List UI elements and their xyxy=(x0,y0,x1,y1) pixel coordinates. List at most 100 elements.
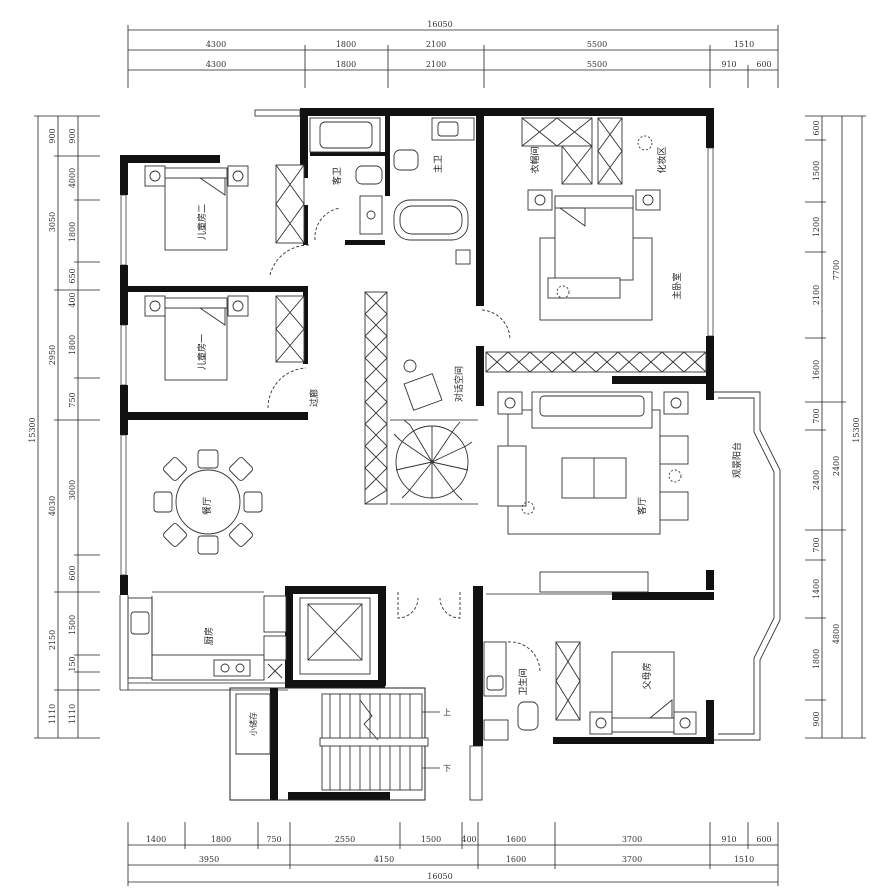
left-dim: 1110 xyxy=(68,704,77,724)
living-label: 客厅 xyxy=(636,497,648,515)
top-dim: 5500 xyxy=(587,60,607,69)
master-bedroom: 主卧室 xyxy=(485,189,707,373)
bottom-dim: 4150 xyxy=(374,855,394,864)
right-dim: 600 xyxy=(812,120,821,135)
bottom-dim: 400 xyxy=(461,835,476,844)
left-dim: 900 xyxy=(68,128,77,143)
stair-up-label: 上 xyxy=(443,708,451,717)
left-dim: 1800 xyxy=(68,335,77,355)
right-dim: 1400 xyxy=(812,579,821,599)
guest-bath-label: 客卫 xyxy=(331,167,343,185)
bottom-dim: 1800 xyxy=(211,835,231,844)
right-dimensions: 600 1500 1200 2100 1600 700 2400 700 140… xyxy=(805,115,866,739)
bottom-dim: 600 xyxy=(756,835,771,844)
stairs: 上 下 小储存 xyxy=(235,693,451,791)
parents-room-label: 父母房 xyxy=(641,662,653,689)
left-dim: 2150 xyxy=(48,630,57,650)
bottom-dim: 750 xyxy=(266,835,281,844)
right-dim: 1800 xyxy=(812,649,821,669)
left-dim: 750 xyxy=(68,392,77,407)
kitchen-label: 厨房 xyxy=(203,627,215,645)
kids-room-1: 儿童房一 xyxy=(144,295,307,409)
corridor-chat: 过廊 对话空间 xyxy=(308,291,478,505)
left-total-dim: 15300 xyxy=(28,417,37,442)
top-dimensions: 16050 4300 1800 2100 5500 1510 4300 1800… xyxy=(127,20,779,88)
left-dim: 4030 xyxy=(48,496,57,516)
right-dim: 2100 xyxy=(812,285,821,305)
right-dim: 1500 xyxy=(812,161,821,181)
top-dim: 910 xyxy=(721,60,736,69)
wardrobe-area: 衣帽间 化妆区 xyxy=(521,117,668,185)
right-dim: 2400 xyxy=(832,456,841,476)
right-dim: 7700 xyxy=(832,260,841,280)
left-dim: 400 xyxy=(68,292,77,307)
chat-space-label: 对话空间 xyxy=(453,366,465,402)
bottom-dim: 1500 xyxy=(421,835,441,844)
kids-room-2-label: 儿童房二 xyxy=(196,204,208,240)
left-dim: 1110 xyxy=(48,704,57,724)
bottom-dim: 1400 xyxy=(146,835,166,844)
bottom-dim: 910 xyxy=(721,835,736,844)
plant-icon xyxy=(393,419,473,501)
right-dim: 700 xyxy=(812,408,821,423)
kids-room-2: 儿童房二 xyxy=(144,164,311,276)
left-dim: 3050 xyxy=(48,212,57,232)
top-dim: 600 xyxy=(756,60,771,69)
balcony: 观景阳台 xyxy=(714,391,781,741)
left-dim: 1800 xyxy=(68,222,77,242)
top-dim: 1510 xyxy=(734,40,754,49)
left-dim: 4000 xyxy=(68,168,77,188)
bottom-dim: 3950 xyxy=(199,855,219,864)
living-room: 客厅 xyxy=(497,391,689,593)
bottom-dim: 3700 xyxy=(622,855,642,864)
bottom-dim: 1600 xyxy=(506,855,526,864)
right-total-dim: 15300 xyxy=(852,417,861,442)
left-dim: 600 xyxy=(68,565,77,580)
top-total-dim: 16050 xyxy=(427,20,452,29)
left-dim: 2950 xyxy=(48,345,57,365)
bathroom-label: 卫生间 xyxy=(517,668,529,695)
left-dim: 900 xyxy=(48,128,57,143)
kids-room-1-label: 儿童房一 xyxy=(196,334,208,370)
top-dim: 2100 xyxy=(426,60,446,69)
left-dimensions: 15300 900 900 4000 3050 1800 650 400 295… xyxy=(28,115,100,739)
dining-label: 餐厅 xyxy=(201,497,213,515)
left-dim: 3000 xyxy=(68,480,77,500)
vanity-label: 化妆区 xyxy=(656,146,668,173)
master-bath: 主卫 xyxy=(393,117,511,341)
bottom-dim: 3700 xyxy=(622,835,642,844)
right-dim: 1600 xyxy=(812,360,821,380)
bottom-dimensions: 1400 1800 750 2550 1500 400 1600 3700 91… xyxy=(127,822,779,886)
kitchen: 厨房 xyxy=(127,591,287,681)
guest-bath: 客卫 xyxy=(309,117,383,241)
master-bath-label: 主卫 xyxy=(432,155,444,173)
right-dim: 900 xyxy=(812,711,821,726)
bottom-dim: 2550 xyxy=(335,835,355,844)
master-bedroom-label: 主卧室 xyxy=(671,272,683,299)
top-dim: 4300 xyxy=(206,60,226,69)
top-dim: 4300 xyxy=(206,40,226,49)
bottom-right-rooms: 卫生间 父母房 xyxy=(483,593,697,741)
top-dim: 2100 xyxy=(426,40,446,49)
walls xyxy=(119,108,714,801)
stair-down-label: 下 xyxy=(443,764,451,773)
right-dim: 2400 xyxy=(812,470,821,490)
bottom-dim: 1600 xyxy=(506,835,526,844)
bottom-dim: 1510 xyxy=(734,855,754,864)
right-dim: 4800 xyxy=(832,624,841,644)
storage-label: 小储存 xyxy=(248,712,258,736)
left-dim: 650 xyxy=(68,268,77,283)
right-dim: 1200 xyxy=(812,217,821,237)
corridor-label: 过廊 xyxy=(308,389,320,407)
bottom-total-dim: 16050 xyxy=(427,872,452,881)
left-dim: 1500 xyxy=(68,615,77,635)
top-dim: 1800 xyxy=(336,40,356,49)
dining-area: 餐厅 xyxy=(153,449,263,555)
left-dim: 150 xyxy=(68,656,77,671)
right-dim: 700 xyxy=(812,537,821,552)
top-dim: 1800 xyxy=(336,60,356,69)
wardrobe-label: 衣帽间 xyxy=(529,146,541,173)
elevator xyxy=(299,592,461,675)
top-dim: 5500 xyxy=(587,40,607,49)
